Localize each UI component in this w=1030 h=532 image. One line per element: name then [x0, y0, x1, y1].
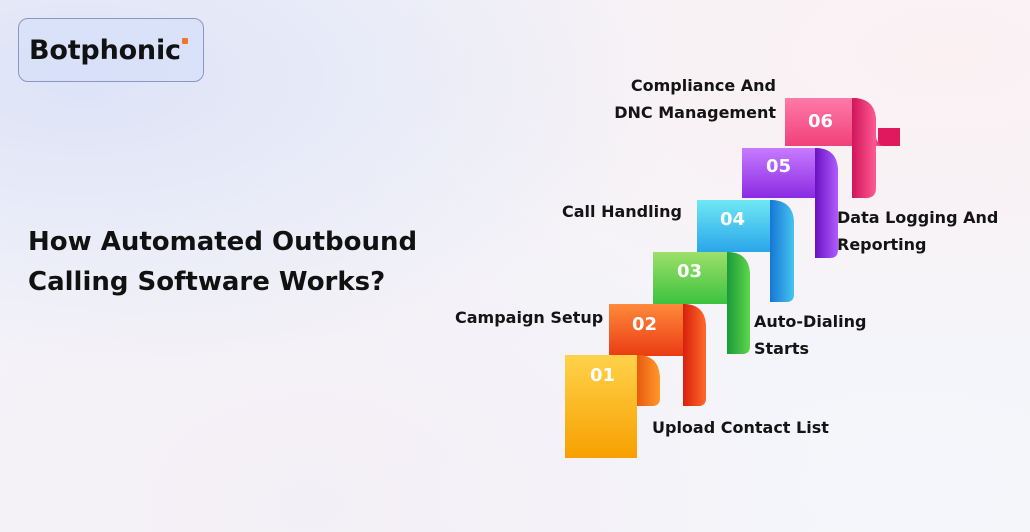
step-05-label: Data Logging And Reporting	[837, 204, 998, 258]
logo-accent-dot	[182, 38, 188, 44]
page-title-line-2: Calling Software Works?	[28, 267, 386, 297]
step-04-face	[697, 200, 770, 252]
step-04-number: 04	[720, 209, 745, 230]
step-06-side	[852, 98, 876, 198]
step-05-label-line-2: Reporting	[837, 235, 927, 254]
step-06-label-line-1: Compliance And	[630, 76, 776, 95]
step-05-label-line-1: Data Logging And	[837, 208, 999, 227]
step-03-number: 03	[677, 261, 702, 282]
logo: Botphonic	[29, 34, 181, 66]
step-06-face	[785, 98, 852, 146]
step-01-number: 01	[590, 365, 615, 386]
step-03-label-line-1: Auto-Dialing	[754, 312, 867, 331]
step-03-face	[653, 252, 727, 304]
page-title-line-1: How Automated Outbound	[28, 227, 418, 257]
step-03-label-line-2: Starts	[754, 339, 810, 358]
step-01-face	[565, 355, 637, 458]
step-06: 06	[785, 98, 900, 146]
step-02-number: 02	[632, 314, 657, 335]
step-06-label-line-2: DNC Management	[614, 103, 776, 122]
step-03-label: Auto-Dialing Starts	[754, 308, 866, 362]
step-02-face	[609, 304, 683, 356]
step-06-number: 06	[808, 111, 833, 132]
step-06-label: Compliance And DNC Management	[612, 72, 776, 126]
step-04-label: Call Handling	[562, 202, 682, 221]
step-05-number: 05	[766, 156, 791, 177]
step-05-face	[742, 148, 815, 198]
step-02-label: Campaign Setup	[455, 308, 604, 327]
page-title: How Automated Outbound Calling Software …	[28, 222, 498, 302]
logo-box: Botphonic	[18, 18, 204, 82]
step-01-label: Upload Contact List	[652, 418, 829, 437]
